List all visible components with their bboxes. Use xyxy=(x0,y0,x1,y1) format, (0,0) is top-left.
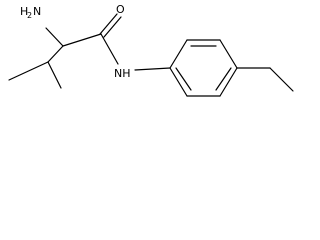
ring-bond-1 xyxy=(169,39,188,69)
bond-carbonyl-amide xyxy=(100,33,119,65)
bond-beta-methyl-2 xyxy=(47,61,62,89)
carbonyl-oxygen-label: O xyxy=(116,3,125,16)
bond-group xyxy=(8,13,294,97)
bond-beta-methyl-1 xyxy=(8,61,49,81)
bond-carbonyl-oxygen-1 xyxy=(99,13,118,35)
bond-alpha-beta xyxy=(47,45,64,63)
bond-carbonyl-oxygen-2 xyxy=(103,16,122,38)
molecule-svg: H 2 N O NH xyxy=(8,3,294,97)
ring-bond-4 xyxy=(219,67,238,97)
amide-nh-label: NH xyxy=(114,67,131,80)
label-group: H 2 N O NH xyxy=(20,3,131,80)
bond-alpha-amine xyxy=(45,27,64,47)
ring-inner-3 xyxy=(175,67,192,91)
amine-n-label: N xyxy=(33,5,41,18)
bond-amide-ring xyxy=(134,67,171,71)
amine-h-label: H xyxy=(20,5,28,18)
structure-diagram: H 2 N O NH xyxy=(0,0,306,115)
amine-subscript-label: 2 xyxy=(27,11,32,20)
ring-bond-6 xyxy=(169,67,188,97)
ring-inner-2 xyxy=(215,67,232,91)
bond-alpha-carbonyl xyxy=(62,33,102,47)
ring-bond-3 xyxy=(219,39,238,69)
bond-ethyl-methyl xyxy=(269,67,294,92)
